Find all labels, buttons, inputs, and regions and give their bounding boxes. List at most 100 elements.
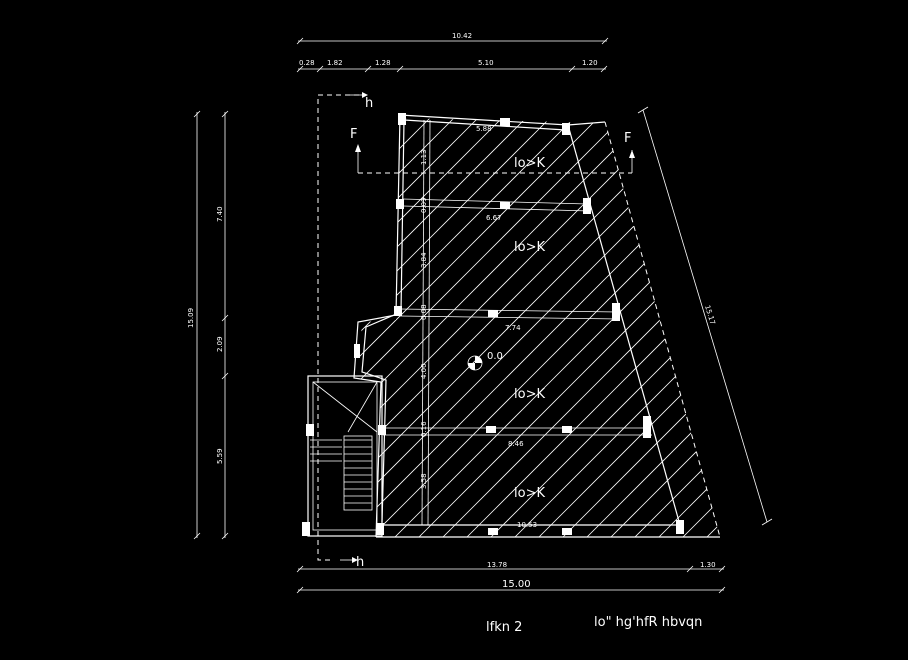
level-marker: 0.0 (467, 351, 503, 371)
section-h-top: h (365, 96, 373, 111)
hatch-line (780, 100, 908, 560)
top-dimensions: 10.42 0.28 1.82 1.28 5.10 1.20 (296, 32, 609, 73)
staircase (307, 375, 383, 537)
dim-bottom-overall: 15.00 (502, 579, 531, 590)
dim-tick (221, 532, 229, 540)
column (676, 520, 684, 534)
hatch-line (659, 118, 720, 537)
column (376, 523, 384, 535)
dim-v-6: 0.16 (420, 421, 428, 437)
dim-top-overall: 10.42 (452, 32, 472, 40)
room-label-4: lo>K (514, 486, 545, 501)
section-h-bottom: h (356, 555, 364, 570)
column (396, 199, 404, 209)
dim-v-7: 3.58 (420, 473, 428, 489)
dim-span-3: 7.74 (505, 324, 521, 332)
dim-v-5: 4.00 (420, 363, 428, 379)
column (643, 416, 651, 438)
hatch-line (683, 118, 720, 537)
dim-tick (296, 586, 304, 594)
column (488, 310, 498, 317)
hatch-line (0, 100, 352, 560)
hatch-line (804, 100, 908, 560)
room-labels: lo>K lo>K lo>K lo>K (514, 156, 545, 501)
dim-tick (396, 65, 404, 73)
dim-tick (718, 565, 726, 573)
column (302, 522, 310, 536)
hatch-pattern (0, 100, 908, 560)
dim-tick (296, 37, 304, 45)
hatch-line (0, 100, 160, 560)
column (612, 303, 620, 321)
hatch-line (358, 118, 521, 537)
column (306, 424, 314, 436)
hatch-line (828, 100, 908, 560)
hatch-line (491, 118, 720, 537)
hatch-line (707, 118, 720, 537)
column (378, 425, 386, 435)
column (354, 344, 360, 358)
dim-span-5: 10.53 (517, 521, 537, 529)
column (398, 113, 406, 125)
dim-v-3: 3.84 (420, 252, 428, 268)
dim-span-2: 6.67 (486, 214, 502, 222)
dim-tick (600, 65, 608, 73)
hatch-line (876, 100, 908, 560)
dim-tick (296, 65, 304, 73)
dim-bottom-main: 13.78 (487, 561, 507, 569)
dim-left-overall: 15.09 (187, 308, 195, 328)
right-dimension: 15.17 (637, 106, 773, 526)
dim-top-seg-2: 1.82 (327, 59, 343, 67)
column (500, 202, 510, 209)
left-dimensions: 15.09 7.40 2.09 5.59 (187, 110, 229, 540)
columns (302, 113, 684, 536)
dim-left-middle: 2.09 (216, 336, 224, 352)
hatch-line (358, 118, 641, 537)
column (394, 306, 402, 316)
column (562, 123, 570, 135)
dim-tick (221, 372, 229, 380)
dim-top-seg-5: 1.20 (582, 59, 598, 67)
hatch-line (358, 118, 497, 537)
inner-dimensions: 5.88 6.67 7.74 8.46 10.53 1.13 0.09 3.84… (420, 125, 537, 529)
dim-tick (296, 565, 304, 573)
hatch-line (563, 118, 720, 537)
dim-left-upper: 7.40 (216, 206, 224, 222)
column (562, 426, 572, 433)
hatch-line (0, 100, 208, 560)
section-f-right: F (624, 131, 631, 146)
room-label-1: lo>K (514, 156, 545, 171)
hatch-line (371, 118, 720, 537)
dim-top-seg-3: 1.28 (375, 59, 391, 67)
dim-v-2: 0.09 (420, 197, 428, 213)
column (486, 426, 496, 433)
hatch-line (419, 118, 720, 537)
hatch-line (358, 118, 569, 537)
dim-tick (364, 65, 372, 73)
room-label-3: lo>K (514, 387, 545, 402)
hatch-line (358, 118, 689, 537)
hatch-line (0, 100, 304, 560)
hatch-line (900, 100, 908, 560)
dim-top-seg-4: 5.10 (478, 59, 494, 67)
hatch-line (0, 100, 280, 560)
level-value: 0.0 (487, 351, 503, 362)
dim-v-4: 0.08 (420, 304, 428, 320)
hatch-line (539, 118, 720, 537)
hatch-line (358, 118, 425, 537)
hatch-line (358, 118, 713, 537)
drawing-title-right: lo" hg'hfR hbvqn (594, 615, 702, 630)
dim-tick (221, 110, 229, 118)
bottom-dimensions: 13.78 1.30 15.00 (296, 561, 726, 594)
section-f-left: F (350, 127, 357, 142)
dim-tick (221, 314, 229, 322)
dim-tick (193, 110, 201, 118)
dim-left-lower: 5.59 (216, 448, 224, 464)
hatch-line (358, 118, 720, 537)
dim-v-1: 1.13 (420, 149, 428, 165)
hatch-line (852, 100, 908, 560)
hatch-line (0, 100, 256, 560)
dim-tick (601, 37, 609, 45)
dim-span-4: 8.46 (508, 440, 524, 448)
